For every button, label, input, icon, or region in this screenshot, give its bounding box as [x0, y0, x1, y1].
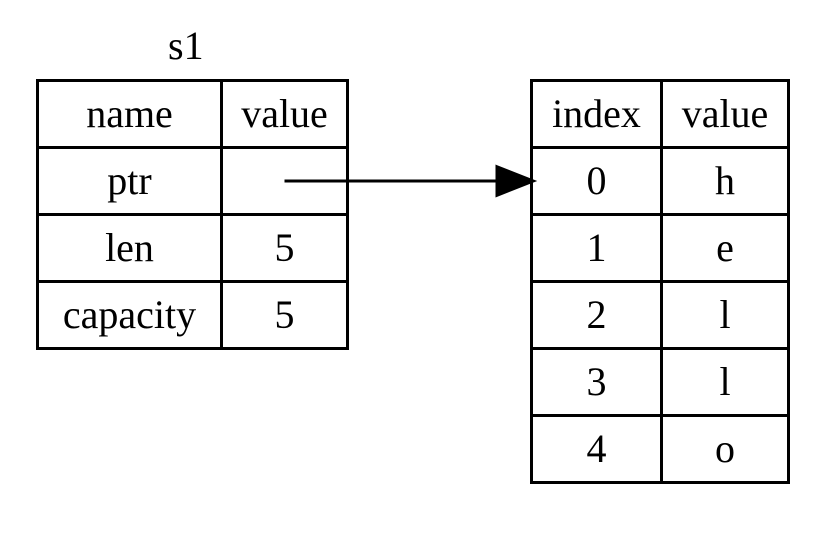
heap-index-cell: 1 — [530, 213, 663, 283]
s1-header-value: value — [220, 79, 349, 149]
pointer-arrowhead — [495, 164, 538, 198]
s1-field-name: ptr — [36, 146, 223, 216]
heap-index-cell: 2 — [530, 280, 663, 350]
heap-value-cell: o — [660, 414, 790, 484]
s1-field-name: capacity — [36, 280, 223, 350]
heap-value-cell: l — [660, 347, 790, 417]
heap-value-cell: e — [660, 213, 790, 283]
s1-header-name: name — [36, 79, 223, 149]
heap-header-row: index value — [530, 79, 790, 149]
heap-row: 4 o — [530, 414, 790, 484]
heap-index-cell: 4 — [530, 414, 663, 484]
s1-struct-table: name value ptr len 5 capacity 5 — [36, 79, 349, 350]
heap-header-index: index — [530, 79, 663, 149]
s1-row-capacity: capacity 5 — [36, 280, 349, 350]
s1-row-ptr: ptr — [36, 146, 349, 216]
heap-row: 2 l — [530, 280, 790, 350]
heap-index-cell: 3 — [530, 347, 663, 417]
s1-field-value: 5 — [220, 213, 349, 283]
heap-row: 0 h — [530, 146, 790, 216]
heap-index-cell: 0 — [530, 146, 663, 216]
s1-label: s1 — [168, 23, 204, 68]
s1-row-len: len 5 — [36, 213, 349, 283]
heap-row: 3 l — [530, 347, 790, 417]
heap-value-cell: l — [660, 280, 790, 350]
s1-field-name: len — [36, 213, 223, 283]
heap-row: 1 e — [530, 213, 790, 283]
heap-data-table: index value 0 h 1 e 2 l 3 l 4 o — [530, 79, 790, 484]
s1-field-value: 5 — [220, 280, 349, 350]
s1-header-row: name value — [36, 79, 349, 149]
heap-value-cell: h — [660, 146, 790, 216]
s1-field-value — [220, 146, 349, 216]
heap-header-value: value — [660, 79, 790, 149]
